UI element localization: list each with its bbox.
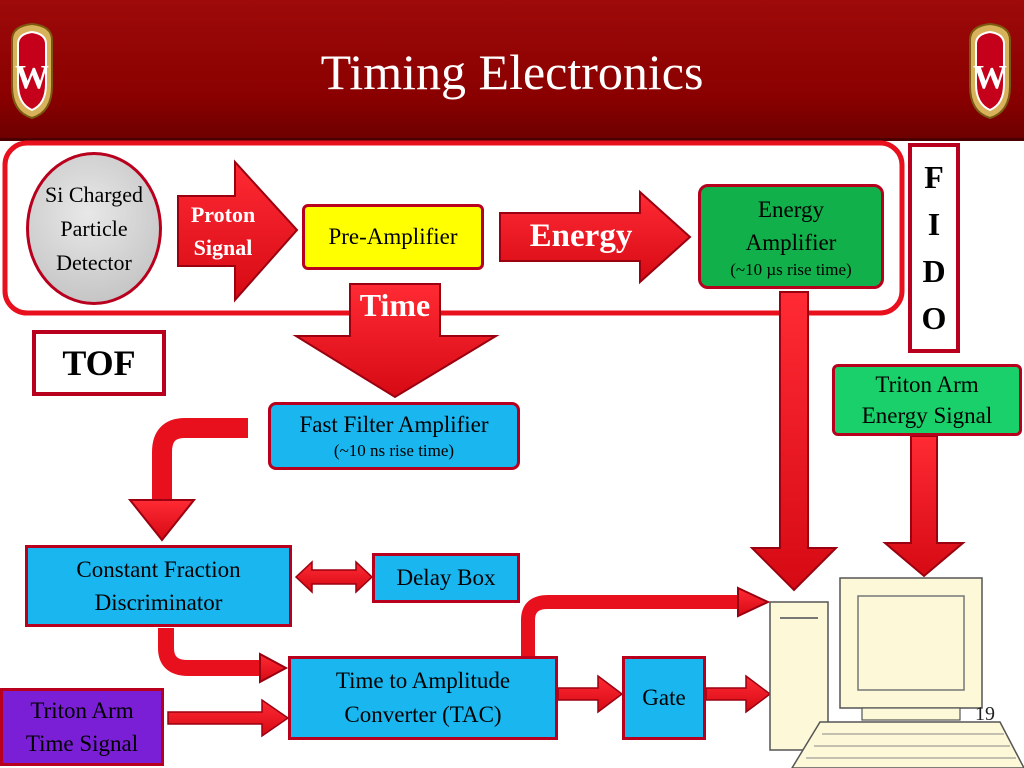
svg-text:W: W [973,59,1007,96]
page-title: Timing Electronics [320,44,704,100]
energy-amplifier-note: (~10 µs rise time) [730,259,852,279]
pre-amplifier-label: Pre-Amplifier [328,224,458,249]
proton-signal-label: Proton Signal [190,202,256,260]
gate-label: Gate [642,685,686,710]
proton-signal-arrow [177,159,299,303]
cfd-to-tac-connector [158,628,262,676]
fast-filter-amplifier-label: Fast Filter Amplifier [299,412,489,437]
pre-amplifier-box: Pre-Amplifier [302,204,484,270]
energy-arrow [499,189,692,285]
tof-label: TOF [62,343,136,383]
triton-time-arrow [167,698,290,738]
header-crests: W W [11,22,1011,120]
triton-energy-label: Triton Arm Energy Signal [861,372,993,428]
si-detector-label: Si Charged Particle Detector [45,181,143,275]
fido-box: F I D O [908,143,960,353]
cfd-box: Constant Fraction Discriminator [25,545,292,627]
cfd-delay-double-arrow [294,560,374,594]
gate-box: Gate [622,656,706,740]
computer-icon [769,577,1024,768]
header-bar: Timing Electronics [0,0,1024,141]
delay-box: Delay Box [372,553,520,603]
tac-to-computer-connector [521,595,740,656]
time-label: Time [359,287,431,323]
triton-time-box: Triton Arm Time Signal [0,688,164,766]
uw-crest-left-icon: W [11,22,53,120]
si-detector: Si Charged Particle Detector [26,152,162,305]
delay-box-label: Delay Box [396,565,496,590]
tac-to-gate-arrow [557,674,624,714]
energy-label: Energy [529,218,633,254]
tof-box: TOF [32,330,166,396]
cfd-label: Constant Fraction Discriminator [76,557,241,615]
tac-box: Time to Amplitude Converter (TAC) [288,656,558,740]
energy-amplifier-box: Energy Amplifier (~10 µs rise time) [698,184,884,289]
triton-time-label: Triton Arm Time Signal [25,698,139,756]
fido-letter: D [922,253,946,289]
fido-letter: O [921,300,947,336]
uw-crest-right-icon: W [969,22,1011,120]
triton-energy-box: Triton Arm Energy Signal [832,364,1022,436]
fast-filter-amplifier-note: (~10 ns rise time) [333,441,455,460]
energy-to-computer-arrow [749,291,839,592]
fast-filter-amplifier-box: Fast Filter Amplifier (~10 ns rise time) [268,402,520,470]
time-arrow [292,283,500,399]
fido-letter: I [927,206,941,242]
svg-text:W: W [15,59,49,96]
fido-letter: F [924,159,944,195]
tac-label: Time to Amplitude Converter (TAC) [335,668,511,727]
gate-to-computer-arrow [705,674,772,714]
energy-amplifier-label: Energy Amplifier [745,196,837,255]
detector-group-frame [2,140,905,316]
triton-energy-arrow [882,435,966,578]
tac-to-computer-arrowhead [737,586,771,618]
cfd-to-tac-arrowhead [259,652,289,684]
fast-filter-to-cfd-arrowhead [127,499,197,542]
fast-filter-to-cfd-connector [152,418,248,502]
page-number: 19 [975,703,995,725]
